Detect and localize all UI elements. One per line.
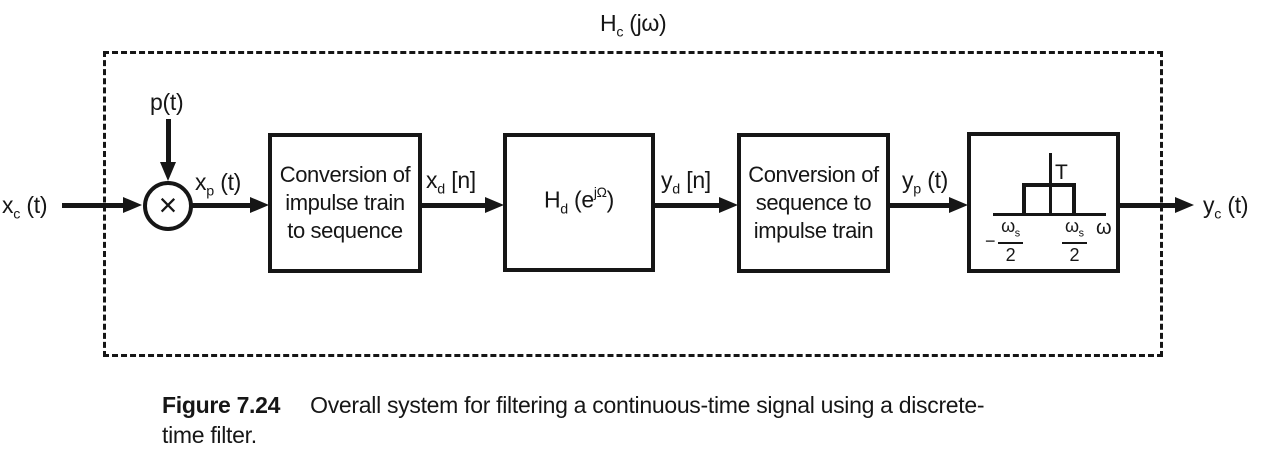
multiplier-node: × <box>143 181 193 231</box>
block3-line3: impulse train <box>753 218 874 243</box>
arrowhead-icon <box>485 197 504 213</box>
arrowhead-icon <box>949 197 968 213</box>
system-function-argument: (jω) <box>623 10 667 36</box>
fraction: ωs 2 <box>998 217 1023 265</box>
xp-subscript: p <box>206 183 215 200</box>
block1-line1: Conversion of <box>279 162 411 187</box>
signal-label-pt: p(t) <box>150 89 184 115</box>
xc-subscript: c <box>13 206 21 223</box>
arrowhead-icon <box>160 162 176 181</box>
system-function-base: H <box>600 10 617 36</box>
hd-subscript: d <box>560 201 568 218</box>
block1-line2: impulse train <box>285 190 405 215</box>
arrow-block2-to-block3 <box>654 197 738 214</box>
yd-subscript: d <box>672 181 681 198</box>
block3-line1: Conversion of <box>748 162 879 187</box>
block1-line3: to sequence <box>287 218 403 243</box>
arrow-shaft <box>62 203 126 208</box>
xp-base: x <box>195 169 207 195</box>
arrowhead-icon <box>250 197 269 213</box>
arrow-shaft <box>192 203 253 208</box>
arrow-shaft <box>1119 203 1178 208</box>
yc-subscript: c <box>1214 206 1222 223</box>
yp-base: y <box>902 167 914 193</box>
figure-caption: Figure 7.24 Overall system for filtering … <box>162 390 985 450</box>
hd-exponent: jΩ <box>593 185 607 201</box>
arrow-pt-to-multiplier <box>160 119 177 181</box>
figure-number: Figure 7.24 <box>162 392 281 418</box>
signal-label-yd: yd [n] <box>661 167 711 203</box>
fraction: ωs 2 <box>1062 217 1087 265</box>
yd-base: y <box>661 167 673 193</box>
arrow-shaft <box>654 203 722 208</box>
signal-label-xd: xd [n] <box>426 167 476 203</box>
omega-axis-label: ω <box>1096 217 1112 239</box>
hd-open: (e <box>567 187 594 214</box>
block-sequence-to-impulse-train: Conversion of sequence to impulse train <box>737 133 890 273</box>
signal-label-yc: yc (t) <box>1203 192 1249 228</box>
yp-subscript: p <box>913 181 922 198</box>
xc-base: x <box>2 192 14 218</box>
xc-argument: (t) <box>20 192 48 218</box>
omega-glyph: ω <box>1001 216 1015 236</box>
arrowhead-icon <box>123 197 142 213</box>
fraction-numerator: ωs <box>1062 217 1087 244</box>
arrow-shaft <box>889 203 952 208</box>
block-reconstruction-filter: T ω − ωs 2 ωs 2 <box>967 132 1120 273</box>
block3-line2: sequence to <box>755 190 872 215</box>
arrow-block4-to-yc <box>1119 197 1194 214</box>
arrow-shaft <box>166 119 171 165</box>
omega-glyph: ω <box>1065 216 1079 236</box>
arrow-shaft <box>421 203 488 208</box>
fraction-numerator: ωs <box>998 217 1023 244</box>
system-function-subscript: c <box>616 24 624 41</box>
gain-label-T: T <box>1055 161 1068 184</box>
discrete-filter-label: Hd (ejΩ) <box>544 181 614 223</box>
minus-sign: − <box>985 230 996 251</box>
xd-subscript: d <box>437 181 446 198</box>
system-function-label: Hc (jω) <box>600 10 667 41</box>
caption-text-line1: Overall system for filtering a continuou… <box>310 392 985 418</box>
caption-line1: Figure 7.24 Overall system for filtering … <box>162 390 985 420</box>
caption-text-line2: time filter. <box>162 422 257 448</box>
arrowhead-icon <box>719 197 738 213</box>
tick-omega-s-over-2: ωs 2 <box>1062 217 1087 265</box>
fraction-denominator: 2 <box>1005 244 1016 265</box>
lowpass-response-pulse <box>1022 183 1076 215</box>
arrow-block3-to-block4 <box>889 197 968 214</box>
hd-close: ) <box>606 187 615 214</box>
xd-base: x <box>426 167 438 193</box>
yc-argument: (t) <box>1221 192 1249 218</box>
arrow-xc-to-multiplier <box>62 197 142 214</box>
signal-label-yp: yp (t) <box>902 167 948 203</box>
block-discrete-time-filter: Hd (ejΩ) <box>503 133 655 272</box>
xp-argument: (t) <box>214 169 242 195</box>
signal-label-xc: xc (t) <box>2 192 48 228</box>
yd-argument: [n] <box>680 167 711 193</box>
omega-subscript: s <box>1078 227 1084 240</box>
yp-argument: (t) <box>921 167 949 193</box>
signal-label-xp: xp (t) <box>195 169 241 205</box>
block-impulse-train-to-sequence: Conversion of impulse train to sequence <box>268 133 422 273</box>
arrowhead-icon <box>1175 197 1194 213</box>
multiply-icon: × <box>158 186 178 223</box>
arrow-block1-to-block2 <box>421 197 504 214</box>
tick-minus-omega-s-over-2: − ωs 2 <box>985 217 1023 265</box>
fraction-denominator: 2 <box>1069 244 1080 265</box>
yc-base: y <box>1203 192 1215 218</box>
arrow-multiplier-to-block1 <box>192 197 269 214</box>
hd-base: H <box>543 187 561 214</box>
pt-text: p(t) <box>150 89 184 115</box>
xd-argument: [n] <box>445 167 476 193</box>
omega-subscript: s <box>1014 227 1020 240</box>
